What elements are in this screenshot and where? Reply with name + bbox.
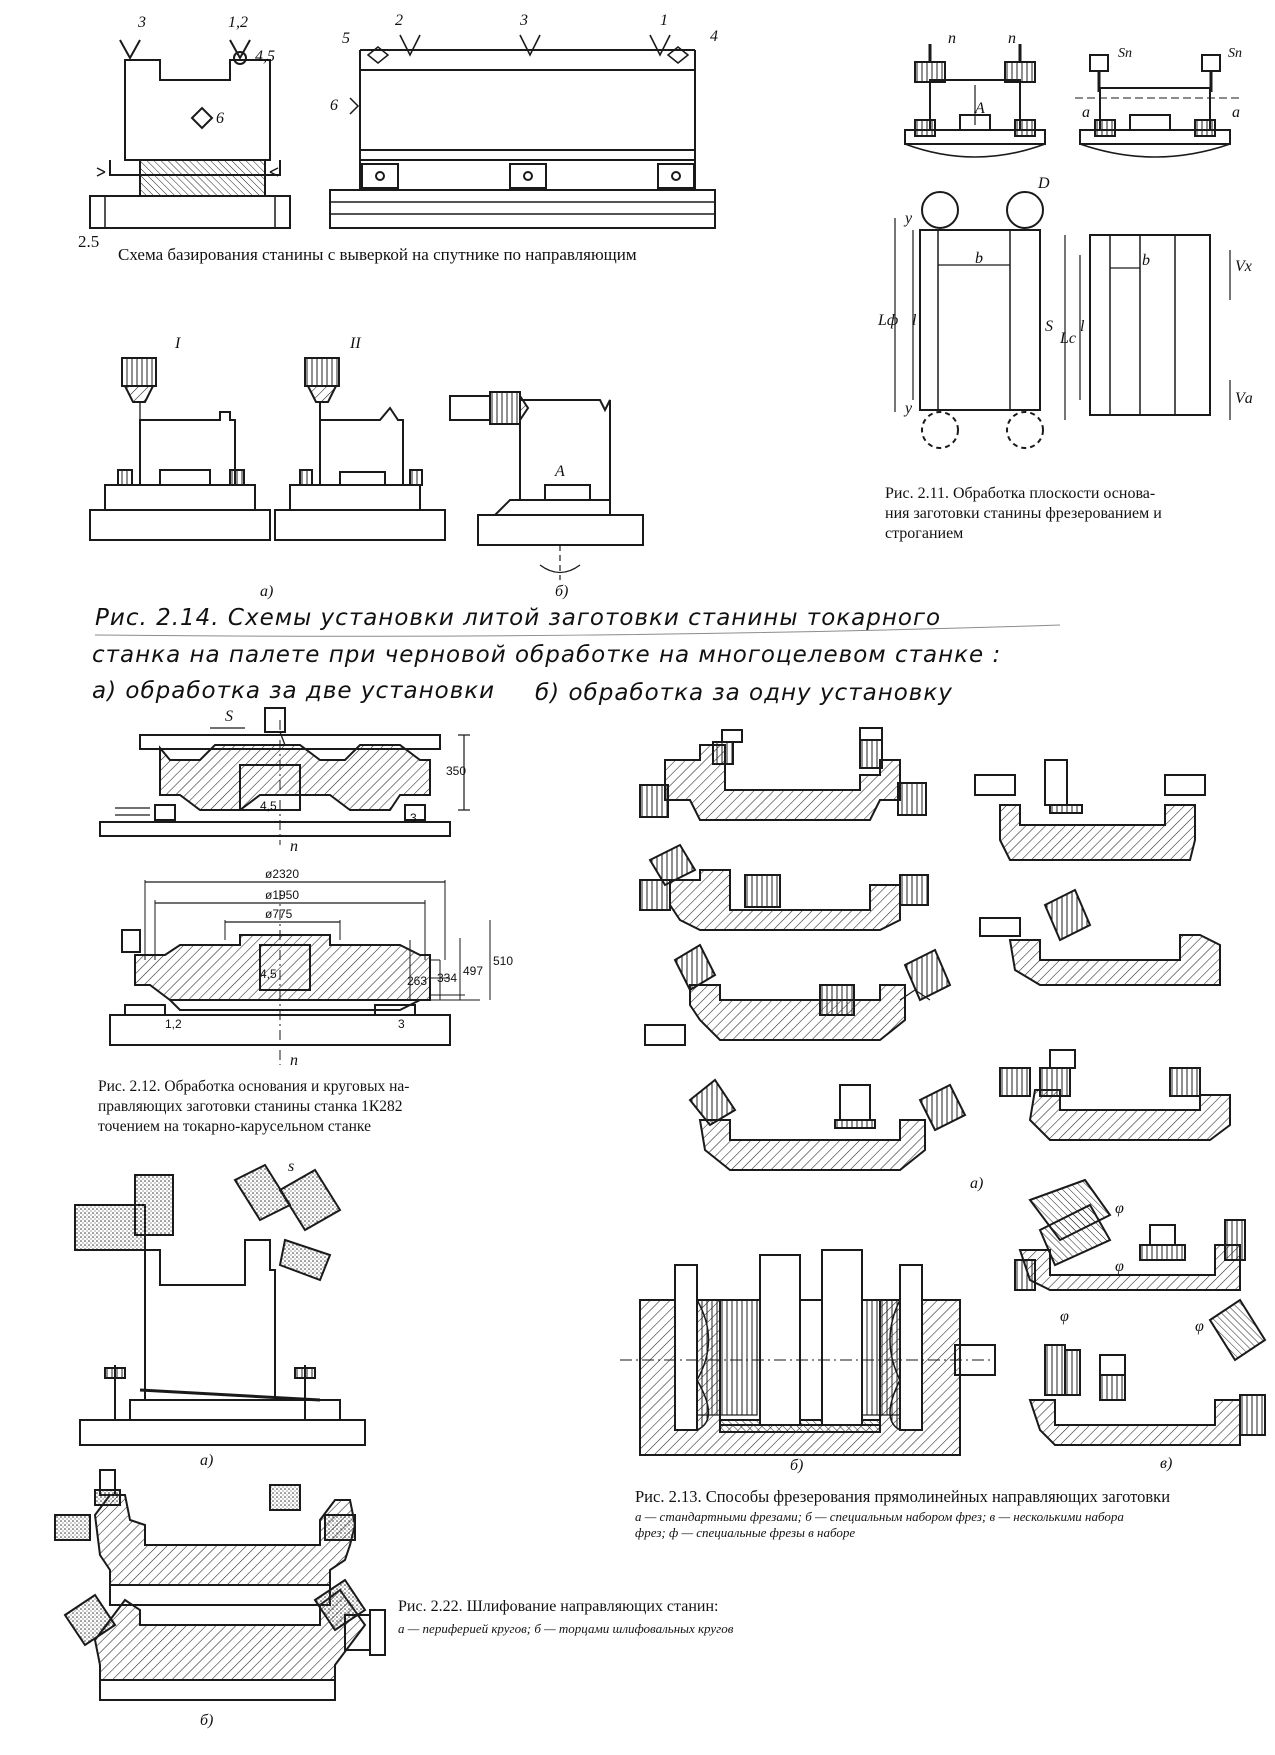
fig213-b bbox=[620, 1249, 996, 1456]
label-2: 2 bbox=[395, 12, 403, 29]
label-n-left: n bbox=[948, 30, 956, 47]
label-n-right: n bbox=[1008, 30, 1016, 47]
label-1: 1 bbox=[660, 12, 668, 29]
fig212-lower bbox=[109, 880, 491, 1065]
label-phi-1: φ bbox=[1115, 1200, 1124, 1217]
label-6b: 6 bbox=[330, 97, 338, 114]
dim-350: 350 bbox=[446, 764, 467, 778]
fig25-side-view bbox=[329, 34, 716, 229]
label-4-5-212b: 4,5 bbox=[260, 967, 277, 981]
fig25-caption: Схема базирования станины с выверкой на … bbox=[118, 245, 637, 264]
dim-phi-1950: ø1950 bbox=[265, 888, 300, 902]
fig211-caption-line2: ния заготовки станины фрезерованием и bbox=[885, 505, 1162, 522]
label-A-211: A bbox=[975, 100, 985, 117]
label-s-222: s bbox=[288, 1158, 295, 1175]
label-Lc: Lс bbox=[1060, 330, 1076, 347]
label-4-5-212a: 4,5 bbox=[260, 799, 277, 813]
fig25-number: 2.5 bbox=[78, 232, 100, 251]
label-y-bottom: y bbox=[905, 400, 913, 417]
fig213-caption-line1: Рис. 2.13. Способы фрезерования прямолин… bbox=[635, 1487, 1171, 1506]
label-sn-right: Sп bbox=[1228, 46, 1242, 61]
label-phi-3: φ bbox=[1060, 1308, 1069, 1325]
fig213-a-grid bbox=[639, 727, 1231, 1171]
label-213-b: б) bbox=[790, 1457, 804, 1474]
fig214-caption-line2: станка на палете при черновой обработке … bbox=[92, 642, 1002, 668]
fig213-caption-line2: а — стандартными фрезами; б — специальны… bbox=[635, 1509, 1124, 1524]
label-213-a: а) bbox=[970, 1175, 984, 1192]
label-S: S bbox=[1045, 318, 1053, 335]
label-4: 4 bbox=[710, 28, 718, 45]
label-Va: Vа bbox=[1235, 390, 1253, 407]
fig212-upper bbox=[99, 707, 470, 845]
label-6: 6 bbox=[216, 110, 224, 127]
label-sub-a: а) bbox=[260, 583, 274, 600]
label-y-top: y bbox=[905, 210, 913, 227]
fig213-caption-line3: фрез; ф — специальные фрезы в наборе bbox=[635, 1525, 856, 1540]
label-n-212a: n bbox=[290, 838, 298, 855]
fig214-setup-2 bbox=[274, 357, 446, 541]
label-a-left: a bbox=[1082, 104, 1090, 121]
label-222-a: а) bbox=[200, 1452, 214, 1469]
label-D: D bbox=[1038, 175, 1050, 192]
dim-497: 497 bbox=[463, 964, 484, 978]
fig213-c bbox=[1014, 1178, 1267, 1446]
fig222-b bbox=[54, 1469, 386, 1701]
label-3b: 3 bbox=[520, 12, 528, 29]
dim-334: 334 bbox=[437, 971, 458, 985]
fig214-caption-line3b: б) обработка за одну установку bbox=[535, 680, 953, 706]
label-l-left: l bbox=[912, 312, 917, 329]
label-l-right: l bbox=[1080, 318, 1085, 335]
label-roman-II: II bbox=[350, 335, 361, 352]
label-3-212b: 3 bbox=[398, 1017, 405, 1031]
label-a-right: a bbox=[1232, 104, 1240, 121]
fig212-caption-line3: точением на токарно-карусельном станке bbox=[98, 1118, 371, 1135]
fig25-end-view bbox=[89, 39, 291, 229]
fig222-a bbox=[74, 1163, 366, 1446]
label-L-phi: Lф bbox=[878, 312, 899, 329]
label-phi-2: φ bbox=[1115, 1258, 1124, 1275]
fig214-caption-line1: Рис. 2.14. Схемы установки литой заготов… bbox=[95, 605, 942, 631]
fig214-setup-3 bbox=[449, 391, 644, 580]
label-3-212a: 3 bbox=[410, 811, 417, 825]
label-phi-4: φ bbox=[1195, 1318, 1204, 1335]
label-1-2: 1,2 bbox=[228, 14, 248, 31]
fig211-caption-line3: строганием bbox=[885, 525, 964, 542]
dim-263: 263 bbox=[407, 974, 428, 988]
fig211-caption-line1: Рис. 2.11. Обработка плоскости основа- bbox=[885, 485, 1156, 502]
dim-phi-2320: ø2320 bbox=[265, 867, 300, 881]
label-sub-b: б) bbox=[555, 583, 569, 600]
fig222-caption-line1: Рис. 2.22. Шлифование направляющих стани… bbox=[398, 1598, 719, 1615]
fig214-caption-line3a: а) обработка за две установки bbox=[92, 678, 496, 704]
label-roman-I: I bbox=[175, 335, 181, 352]
label-213-c: в) bbox=[1160, 1455, 1173, 1472]
label-A: A bbox=[555, 463, 565, 480]
label-4-5: 4,5 bbox=[255, 48, 275, 65]
label-3: 3 bbox=[138, 14, 146, 31]
fig212-caption-line1: Рис. 2.12. Обработка основания и круговы… bbox=[98, 1078, 410, 1095]
fig211-plan-left bbox=[894, 191, 1044, 449]
fig211-top-left bbox=[904, 44, 1046, 158]
label-s-212: S bbox=[225, 708, 233, 725]
label-sn-left: Sп bbox=[1118, 46, 1132, 61]
fig222-caption-line2: а — периферией кругов; б — торцами шлифо… bbox=[398, 1621, 734, 1636]
label-n-212b: n bbox=[290, 1052, 298, 1069]
label-5: 5 bbox=[342, 30, 350, 47]
label-b-left: b bbox=[975, 250, 983, 267]
dim-phi-775: ø775 bbox=[265, 907, 293, 921]
label-1-2-212b: 1,2 bbox=[165, 1017, 182, 1031]
fig211-top-right bbox=[1075, 54, 1240, 158]
label-222-b: б) bbox=[200, 1712, 214, 1729]
fig214-setup-1 bbox=[89, 357, 271, 541]
label-Vx: Vх bbox=[1235, 258, 1252, 275]
fig211-plan-right bbox=[1064, 234, 1231, 420]
label-b-right: b bbox=[1142, 252, 1150, 269]
fig212-caption-line2: правляющих заготовки станины станка 1К28… bbox=[98, 1098, 403, 1115]
dim-510: 510 bbox=[493, 954, 514, 968]
